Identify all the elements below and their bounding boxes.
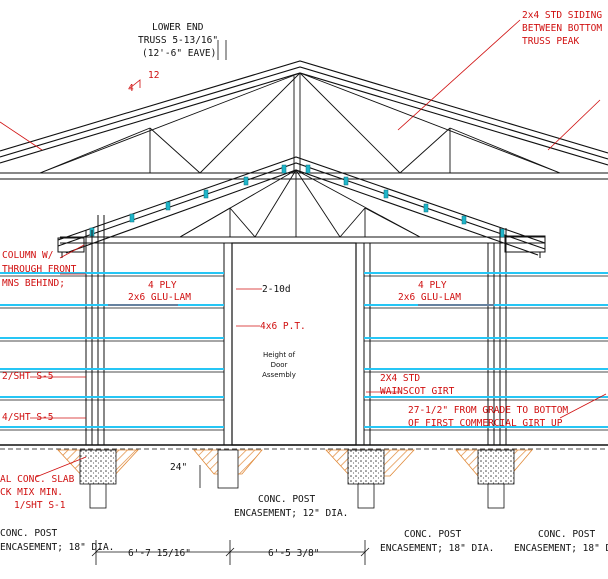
lower-end-truss-line3: (12'-6" EAVE) xyxy=(142,48,216,59)
footings xyxy=(57,449,533,509)
encasement-right-line1: CONC. POST xyxy=(538,529,595,540)
lower-end-truss-line2: TRUSS 5-13/16" xyxy=(138,35,218,46)
door-height-line3: Assembly xyxy=(262,371,296,379)
post-label: 4x6 P.T. xyxy=(260,321,306,332)
slab-note-line1: AL CONC. SLAB xyxy=(0,474,75,485)
dimension-1: 6'-7 15/16" xyxy=(128,548,191,559)
slab-note-line2: CK MIX MIN. xyxy=(0,487,63,498)
encasement-mid-line1: CONC. POST xyxy=(404,529,461,540)
encasement-12-line1: CONC. POST xyxy=(258,494,315,505)
siding-blocking-line1: 2x4 STD SIDING B xyxy=(522,10,608,21)
encasement-left-line1: CONC. POST xyxy=(0,528,57,539)
nails-label: 2-10d xyxy=(262,284,291,295)
dimension-lines xyxy=(91,40,370,565)
siding-blocking-line2: BETWEEN BOTTOM xyxy=(522,23,602,34)
glulam-left-line2: 2x6 GLU-LAM xyxy=(128,292,191,303)
lower-end-truss-line1: LOWER END xyxy=(152,22,204,33)
slab-note-line3: 1/SHT S-1 xyxy=(14,500,66,511)
encasement-right-line2: ENCASEMENT; 18" DIA xyxy=(514,543,608,554)
wainscot-girt-line1: 2X4 STD xyxy=(380,373,420,384)
door-height-line2: Door xyxy=(271,361,288,369)
grade-note-line1: 27-1/2" FROM GRADE TO BOTTOM xyxy=(408,405,568,416)
grade-note-line2: OF FIRST COMMERCIAL GIRT UP xyxy=(408,418,563,429)
encasement-left-line2: ENCASEMENT; 18" DIA. xyxy=(0,542,114,553)
pitch-rise: 12 xyxy=(148,70,159,81)
brace-markers xyxy=(89,164,505,238)
encasement-12-line2: ENCASEMENT; 12" DIA. xyxy=(234,508,348,519)
encasement-mid-line2: ENCASEMENT; 18" DIA. xyxy=(380,543,494,554)
column-note-line3: MNS BEHIND; xyxy=(2,278,65,289)
annotations: LOWER END TRUSS 5-13/16" (12'-6" EAVE) 1… xyxy=(0,10,608,559)
glulam-right-line2: 2x6 GLU-LAM xyxy=(398,292,461,303)
grade-line xyxy=(0,444,608,450)
siding-blocking-line3: TRUSS PEAK xyxy=(522,36,579,47)
front-truss xyxy=(57,156,546,256)
door-height-line1: Height of xyxy=(263,351,296,359)
glulam-right-line1: 4 PLY xyxy=(418,280,447,291)
footing-depth: 24" xyxy=(170,462,187,473)
wainscot-girt-line2: WAINSCOT GIRT xyxy=(380,386,455,397)
detail-ref-1: 2/SHT S-5 xyxy=(2,371,53,382)
column-note-line1: COLUMN W/ xyxy=(2,250,53,261)
eave-details xyxy=(57,235,546,258)
column-note-line2: THROUGH FRONT xyxy=(2,264,77,275)
wall-girts xyxy=(0,272,608,428)
leader-lines xyxy=(0,19,607,478)
glulam-left-line1: 4 PLY xyxy=(148,280,177,291)
rear-truss xyxy=(0,60,608,180)
detail-ref-2: 4/SHT S-5 xyxy=(2,412,53,423)
pitch-run: 4 xyxy=(128,83,134,94)
dimension-2: 6'-5 3/8" xyxy=(268,548,319,559)
